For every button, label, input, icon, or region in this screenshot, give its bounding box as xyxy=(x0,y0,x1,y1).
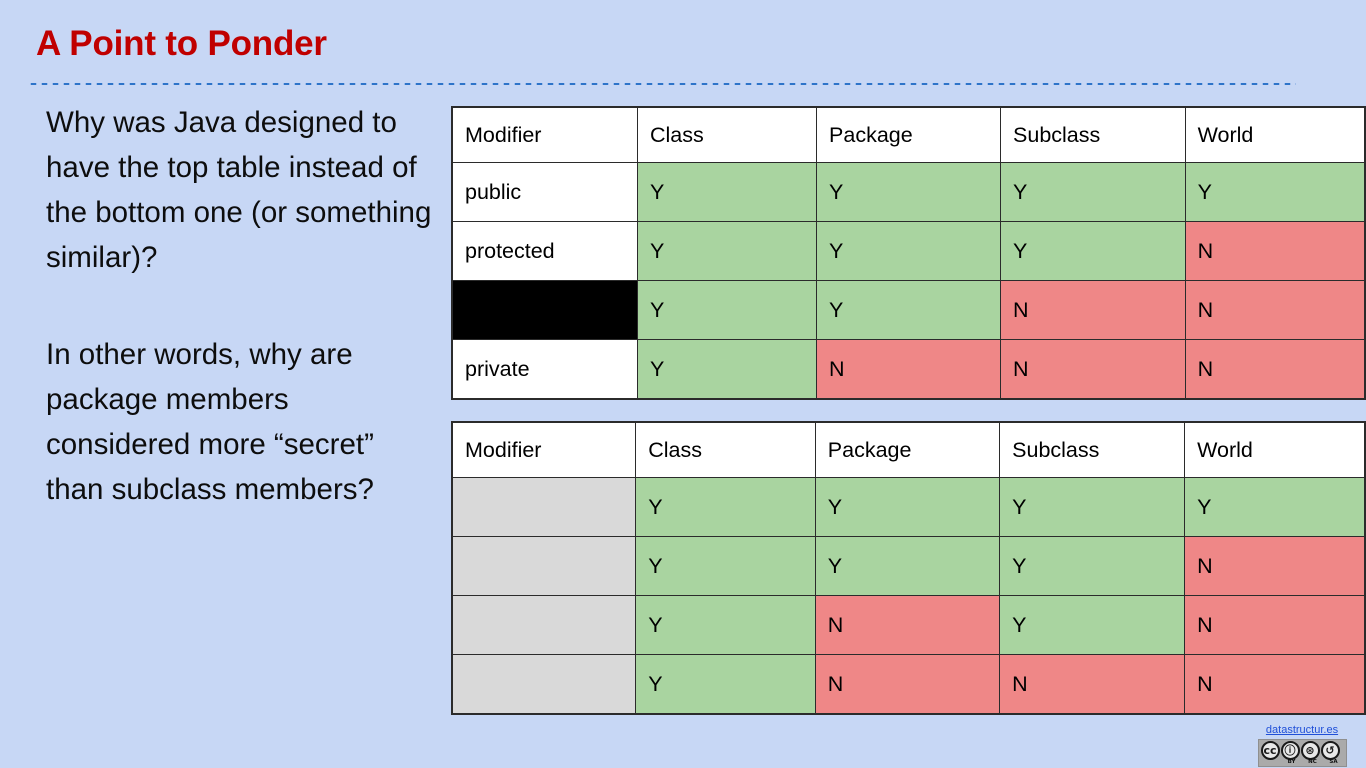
cc-icon: cc xyxy=(1260,741,1280,760)
page-title: A Point to Ponder xyxy=(36,24,327,63)
cell-world: Y xyxy=(1184,477,1366,537)
cell-package: Y xyxy=(814,477,1001,537)
cell-class: Y xyxy=(635,654,816,715)
table-row: Y Y N N xyxy=(451,280,1366,340)
cell-world: Y xyxy=(1184,162,1366,222)
cc-sa-icon: ↺ xyxy=(1320,741,1340,760)
column-header-class: Class xyxy=(635,421,816,478)
cell-class: Y xyxy=(636,162,818,222)
cell-modifier-blank xyxy=(451,536,637,596)
cell-world: N xyxy=(1184,221,1366,281)
cc-label-nc: NC xyxy=(1308,759,1317,765)
column-header-package: Package xyxy=(814,421,1001,478)
cell-class: Y xyxy=(635,477,816,537)
cell-class: Y xyxy=(636,339,818,400)
cell-subclass: N xyxy=(1000,339,1186,400)
cell-subclass: N xyxy=(999,654,1186,715)
cell-subclass: Y xyxy=(999,595,1186,655)
cell-package: Y xyxy=(814,536,1001,596)
cell-subclass: N xyxy=(1000,280,1186,340)
table-row: protected Y Y Y N xyxy=(451,221,1366,281)
footer: datastructur.es cc ⓘ ⊛ ↺ BY NC SA xyxy=(1242,723,1362,768)
cell-subclass: Y xyxy=(1000,162,1186,222)
table-row: Y N Y N xyxy=(451,595,1366,655)
column-header-world: World xyxy=(1184,106,1366,163)
question-text-column: Why was Java designed to have the top ta… xyxy=(46,100,436,512)
cell-subclass: Y xyxy=(1000,221,1186,281)
column-header-class: Class xyxy=(636,106,818,163)
cell-modifier-blank xyxy=(451,654,637,715)
cell-modifier: private xyxy=(451,339,638,400)
cell-package: Y xyxy=(816,162,1002,222)
cell-subclass: Y xyxy=(999,477,1186,537)
cell-world: N xyxy=(1184,654,1366,715)
cell-package: N xyxy=(816,339,1002,400)
cell-modifier-blank xyxy=(451,477,637,537)
table-row: Y Y Y Y xyxy=(451,477,1366,537)
table-header-row: Modifier Class Package Subclass World xyxy=(451,106,1366,163)
table-row: Y Y Y N xyxy=(451,536,1366,596)
column-header-subclass: Subclass xyxy=(1000,106,1186,163)
table-row: public Y Y Y Y xyxy=(451,162,1366,222)
cc-license-badge[interactable]: cc ⓘ ⊛ ↺ BY NC SA xyxy=(1257,739,1347,767)
column-header-subclass: Subclass xyxy=(999,421,1186,478)
column-header-world: World xyxy=(1184,421,1366,478)
cell-subclass: Y xyxy=(999,536,1186,596)
cc-label-by: BY xyxy=(1287,759,1296,765)
table-row: private Y N N N xyxy=(451,339,1366,400)
cell-modifier-blank xyxy=(451,595,637,655)
access-modifier-table-top: Modifier Class Package Subclass World pu… xyxy=(451,106,1366,400)
question-paragraph-2: In other words, why are package members … xyxy=(46,338,374,506)
cell-package: N xyxy=(814,654,1001,715)
cell-package: Y xyxy=(816,280,1002,340)
title-divider xyxy=(28,82,1296,86)
cell-world: N xyxy=(1184,595,1366,655)
cc-label-sa: SA xyxy=(1329,759,1338,765)
column-header-modifier: Modifier xyxy=(451,106,638,163)
cell-class: Y xyxy=(635,536,816,596)
cc-nc-icon: ⊛ xyxy=(1300,741,1320,760)
cell-package: Y xyxy=(816,221,1002,281)
column-header-package: Package xyxy=(816,106,1002,163)
cell-class: Y xyxy=(636,221,818,281)
table-row: Y N N N xyxy=(451,654,1366,715)
cell-class: Y xyxy=(635,595,816,655)
cc-by-icon: ⓘ xyxy=(1280,741,1300,760)
datastructures-link[interactable]: datastructur.es xyxy=(1265,724,1339,736)
cell-world: N xyxy=(1184,280,1366,340)
cell-world: N xyxy=(1184,536,1366,596)
cell-modifier-redacted xyxy=(451,280,638,340)
table-header-row: Modifier Class Package Subclass World xyxy=(451,421,1366,478)
column-header-modifier: Modifier xyxy=(451,421,637,478)
access-modifier-table-bottom: Modifier Class Package Subclass World Y … xyxy=(451,421,1366,715)
cell-class: Y xyxy=(636,280,818,340)
cell-modifier: public xyxy=(451,162,638,222)
cell-world: N xyxy=(1184,339,1366,400)
question-paragraph-1: Why was Java designed to have the top ta… xyxy=(46,106,432,274)
cell-modifier: protected xyxy=(451,221,638,281)
cell-package: N xyxy=(814,595,1001,655)
